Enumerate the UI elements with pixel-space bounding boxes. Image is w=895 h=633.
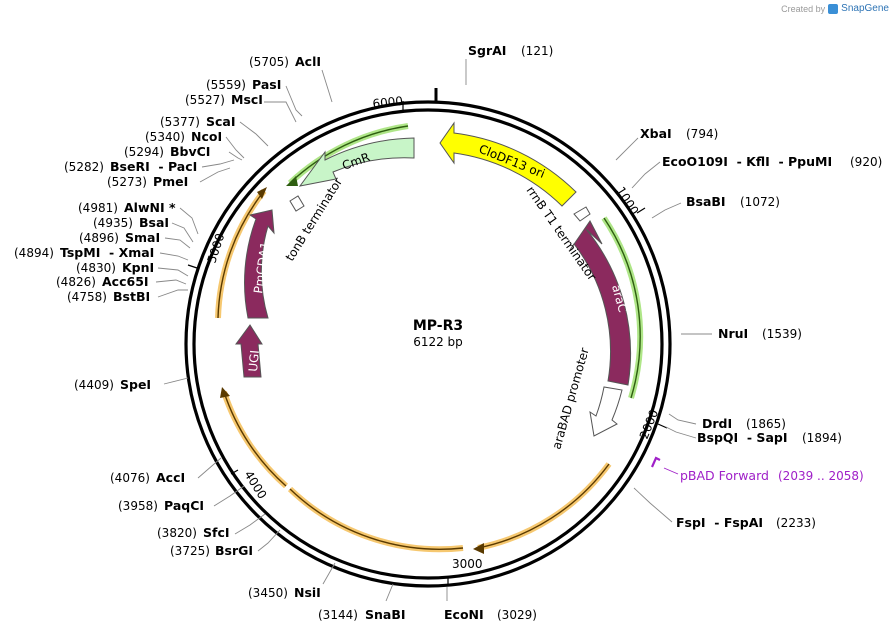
enzyme-pmei[interactable]: PmeI xyxy=(153,174,188,189)
tick-label-4000: 4000 xyxy=(241,468,269,501)
enzyme-acc65i[interactable]: Acc65I xyxy=(102,274,149,289)
enzyme-ecoo109i[interactable]: EcoO109I - KflI - PpuMI xyxy=(662,154,832,169)
enzyme-bbvci[interactable]: BbvCI xyxy=(170,144,210,159)
enzyme-pos-drdi: (1865) xyxy=(746,417,786,431)
enzyme-econi[interactable]: EcoNI xyxy=(444,607,484,622)
enzyme-pos-kpni: (4830) xyxy=(76,261,116,275)
enzyme-pos-bsabi: (1072) xyxy=(740,195,780,209)
primer-pbad-forward[interactable]: pBAD Forward (2039 .. 2058) xyxy=(650,456,864,483)
enzyme-paqci[interactable]: PaqCI xyxy=(164,498,204,513)
enzyme-pos-msci: (5527) xyxy=(185,93,225,107)
enzyme-nsii[interactable]: NsiI xyxy=(294,585,321,600)
feature-arabad-promoter[interactable] xyxy=(589,386,623,437)
enzyme-pos-ecoo109i: (920) xyxy=(850,155,882,169)
enzyme-pos-bseri: (5282) xyxy=(64,160,104,174)
enzyme-tspmi[interactable]: TspMI - XmaI xyxy=(60,245,154,260)
snapgene-name: SnapGene xyxy=(841,3,889,14)
tick-label-3000: 3000 xyxy=(452,557,483,571)
feature-rrnb-t1-terminator[interactable] xyxy=(573,206,591,222)
tick-2000 xyxy=(657,423,668,429)
enzyme-pos-acli: (5705) xyxy=(249,55,289,69)
enzyme-leaders xyxy=(155,59,712,602)
feature-arac[interactable] xyxy=(569,220,632,386)
snapgene-brand: Created by SnapGene xyxy=(781,3,889,14)
tick-label-5000: 5000 xyxy=(205,232,228,265)
enzyme-pos-fspi: (2233) xyxy=(776,516,816,530)
enzyme-pos-xbai: (794) xyxy=(686,127,718,141)
plasmid-length: 6122 bp xyxy=(413,335,463,349)
enzyme-nrui[interactable]: NruI xyxy=(718,326,748,341)
enzyme-bspqi[interactable]: BspQI - SapI xyxy=(697,430,787,445)
enzyme-xbai[interactable]: XbaI xyxy=(640,126,672,141)
enzyme-pos-econi: (3029) xyxy=(497,608,537,622)
backbone xyxy=(184,100,672,588)
created-by-text: Created by xyxy=(781,3,826,14)
enzyme-pos-scai: (5377) xyxy=(160,115,200,129)
enzyme-pos-sgrai: (121) xyxy=(521,44,553,58)
enzyme-pos-pasi: (5559) xyxy=(206,78,246,92)
enzyme-labels: SgrAI (121) XbaI (794) EcoO109I - KflI -… xyxy=(14,43,882,622)
enzyme-smai[interactable]: SmaI xyxy=(125,230,160,245)
enzyme-bsrgi[interactable]: BsrGI xyxy=(215,543,253,558)
enzyme-pos-spei: (4409) xyxy=(74,378,114,392)
enzyme-pos-tspmi: (4894) xyxy=(14,246,54,260)
snapgene-logo-icon xyxy=(828,3,839,14)
enzyme-pos-ncoi: (5340) xyxy=(145,130,185,144)
enzyme-pos-snabi: (3144) xyxy=(318,608,358,622)
enzyme-pos-bsrgi: (3725) xyxy=(170,544,210,558)
enzyme-bsai[interactable]: BsaI xyxy=(139,215,169,230)
enzyme-pos-paqci: (3958) xyxy=(118,499,158,513)
enzyme-ncoi[interactable]: NcoI xyxy=(191,129,222,144)
tick-5000 xyxy=(187,264,198,269)
enzyme-pos-pmei: (5273) xyxy=(107,175,147,189)
enzyme-pos-bbvci: (5294) xyxy=(124,145,164,159)
enzyme-bstbi[interactable]: BstBI xyxy=(113,289,150,304)
enzyme-sgrai[interactable]: SgrAI xyxy=(468,43,506,58)
enzyme-pos-bsai: (4935) xyxy=(93,216,133,230)
tick-1000 xyxy=(636,207,646,214)
enzyme-pos-acci: (4076) xyxy=(110,471,150,485)
tick-4000 xyxy=(230,469,239,475)
enzyme-acli[interactable]: AclI xyxy=(295,54,321,69)
tick-label-6000: 6000 xyxy=(372,94,404,111)
enzyme-scai[interactable]: ScaI xyxy=(206,114,236,129)
primer-name: pBAD Forward xyxy=(680,468,769,483)
feature-tonb-terminator[interactable] xyxy=(289,195,305,212)
feature-label-tonb-terminator: tonB terminator xyxy=(283,175,346,263)
enzyme-acci[interactable]: AccI xyxy=(156,470,185,485)
orf-arc-orange-1 xyxy=(477,462,612,551)
orf-arcs xyxy=(215,123,644,554)
enzyme-pasi[interactable]: PasI xyxy=(252,77,281,92)
enzyme-pos-sfci: (3820) xyxy=(157,526,197,540)
enzyme-alwni[interactable]: AlwNI * xyxy=(124,200,176,215)
feature-label-arabad-promoter: araBAD promoter xyxy=(549,346,591,451)
feature-ugi[interactable] xyxy=(235,324,263,378)
feature-pmcda1[interactable] xyxy=(244,209,275,319)
enzyme-pos-acc65i: (4826) xyxy=(56,275,96,289)
enzyme-pos-nsii: (3450) xyxy=(248,586,288,600)
enzyme-pos-bstbi: (4758) xyxy=(67,290,107,304)
enzyme-spei[interactable]: SpeI xyxy=(120,377,151,392)
enzyme-snabi[interactable]: SnaBI xyxy=(365,607,406,622)
enzyme-pos-alwni: (4981) xyxy=(78,201,118,215)
enzyme-msci[interactable]: MscI xyxy=(231,92,263,107)
feature-cmr[interactable] xyxy=(298,137,415,187)
enzyme-bsabi[interactable]: BsaBI xyxy=(686,194,726,209)
enzyme-kpni[interactable]: KpnI xyxy=(122,260,154,275)
enzyme-fspi[interactable]: FspI - FspAI xyxy=(676,515,763,530)
enzyme-bseri[interactable]: BseRI - PacI xyxy=(110,159,197,174)
plasmid-name: MP-R3 xyxy=(413,318,463,334)
feature-clodf13-ori[interactable] xyxy=(439,121,577,207)
tick-label-1000: 1000 xyxy=(613,184,641,217)
enzyme-pos-smai: (4896) xyxy=(79,231,119,245)
enzyme-pos-nrui: (1539) xyxy=(762,327,802,341)
enzyme-sfci[interactable]: SfcI xyxy=(203,525,230,540)
features: CloDF13 ori CmR araC PmCDA1 UGI araBAD p… xyxy=(235,121,632,451)
feature-label-ugi: UGI xyxy=(246,349,262,372)
primer-range: (2039 .. 2058) xyxy=(778,469,864,483)
enzyme-pos-bspqi: (1894) xyxy=(802,431,842,445)
enzyme-drdi[interactable]: DrdI xyxy=(702,416,732,431)
